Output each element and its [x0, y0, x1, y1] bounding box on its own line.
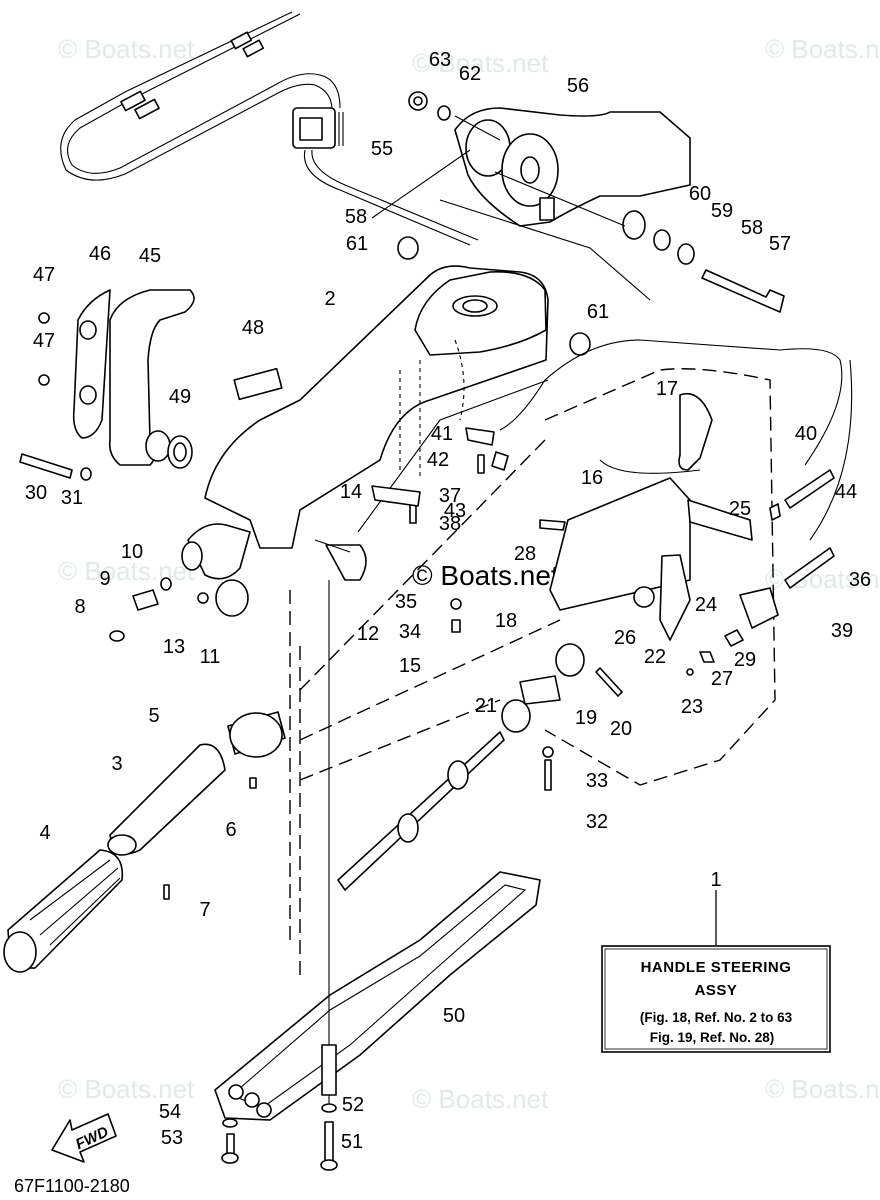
watermark: © Boats.net	[58, 556, 195, 586]
callout-4: 4	[39, 822, 50, 844]
callout-35: 35	[395, 591, 417, 613]
callout-24: 24	[695, 594, 717, 616]
title-box-line2: ASSY	[695, 982, 738, 999]
callout-27: 27	[711, 668, 733, 690]
grip-assembly-45-49	[19, 289, 195, 481]
callout-3: 3	[111, 753, 122, 775]
callout-25: 25	[729, 498, 751, 520]
callout-54: 54	[159, 1101, 181, 1123]
callout-43: 43	[444, 500, 466, 522]
callout-28: 28	[514, 543, 536, 565]
title-box-line1: HANDLE STEERING	[641, 959, 792, 976]
shift-linkage-assembly	[299, 339, 853, 891]
wire-connector-55	[292, 107, 479, 246]
callout-56: 56	[567, 75, 589, 97]
title-box-note1: (Fig. 18, Ref. No. 2 to 63	[640, 1010, 793, 1025]
callout-58b: 58	[345, 206, 367, 228]
callout-14: 14	[340, 481, 362, 503]
callout-62: 62	[459, 63, 481, 85]
callout-31: 31	[61, 487, 83, 509]
callout-20: 20	[610, 718, 632, 740]
callout-45: 45	[139, 245, 161, 267]
callout-1: 1	[710, 869, 721, 891]
callout-52: 52	[342, 1094, 364, 1116]
remote-control-cables	[60, 11, 341, 181]
watermarks: © Boats.net © Boats.net © Boats.net © Bo…	[58, 34, 880, 1114]
callout-12: 12	[357, 623, 379, 645]
watermark: © Boats.net	[765, 564, 880, 594]
callout-59: 59	[711, 200, 733, 222]
callout-30: 30	[25, 482, 47, 504]
callout-33: 33	[586, 770, 608, 792]
callout-2: 2	[324, 288, 335, 310]
callout-51: 51	[341, 1131, 363, 1153]
callout-15: 15	[399, 655, 421, 677]
callout-50: 50	[443, 1005, 465, 1027]
callout-55: 55	[371, 138, 393, 160]
watermark: © Boats.net	[765, 34, 880, 64]
watermark: © Boats.net	[58, 1074, 195, 1104]
callout-38: 38	[439, 513, 461, 535]
callout-46: 46	[89, 243, 111, 265]
callout-23: 23	[681, 696, 703, 718]
callout-63: 63	[429, 49, 451, 71]
callout-47a: 47	[33, 264, 55, 286]
callout-37: 37	[439, 485, 461, 507]
callout-36: 36	[849, 569, 871, 591]
throttle-grip-assembly	[3, 523, 367, 973]
forward-arrow: FWD	[51, 1113, 117, 1163]
title-box: HANDLE STEERING ASSY (Fig. 18, Ref. No. …	[601, 869, 831, 1053]
watermark: © Boats.net	[58, 34, 195, 64]
callout-44: 44	[835, 481, 857, 503]
callout-41: 41	[431, 423, 453, 445]
title-box-note2: Fig. 19, Ref. No. 28)	[650, 1030, 775, 1045]
callout-8: 8	[74, 596, 85, 618]
callout-13: 13	[163, 636, 185, 658]
watermark: © Boats.net	[412, 1084, 549, 1114]
base-plate-50	[214, 580, 541, 1171]
callout-57: 57	[769, 233, 791, 255]
callout-17: 17	[656, 378, 678, 400]
callout-6: 6	[225, 819, 236, 841]
callout-22: 22	[644, 646, 666, 668]
callout-5: 5	[148, 705, 159, 727]
callout-26: 26	[614, 627, 636, 649]
callout-32: 32	[586, 811, 608, 833]
callout-40: 40	[795, 423, 817, 445]
callout-58a: 58	[741, 217, 763, 239]
callout-18: 18	[495, 610, 517, 632]
watermark: © Boats.net	[412, 48, 549, 78]
callout-47b: 47	[33, 330, 55, 352]
callout-16: 16	[581, 467, 603, 489]
callout-61b: 61	[587, 301, 609, 323]
callout-7: 7	[199, 899, 210, 921]
callout-49: 49	[169, 386, 191, 408]
callout-19: 19	[575, 707, 597, 729]
callout-53: 53	[161, 1127, 183, 1149]
watermark-center: © Boats.net	[412, 560, 559, 591]
callout-61a: 61	[346, 233, 368, 255]
callout-21: 21	[475, 695, 497, 717]
callout-10: 10	[121, 541, 143, 563]
drawing-code: 67F1100-2180	[14, 1176, 130, 1196]
callout-34: 34	[399, 621, 421, 643]
callout-39: 39	[831, 620, 853, 642]
callout-42: 42	[427, 449, 449, 471]
callout-11: 11	[200, 646, 221, 668]
callout-60: 60	[689, 183, 711, 205]
callout-29: 29	[734, 649, 756, 671]
callout-48: 48	[242, 317, 264, 339]
watermark: © Boats.net	[765, 1074, 880, 1104]
handle-body-2	[204, 236, 591, 549]
callout-9: 9	[99, 568, 110, 590]
bracket-56	[371, 91, 785, 313]
